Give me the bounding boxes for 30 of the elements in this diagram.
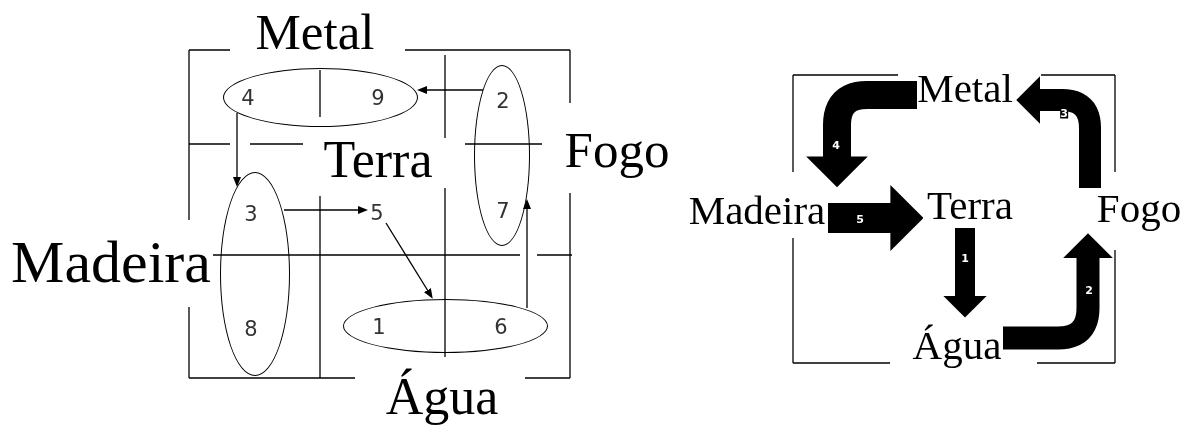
element-label: Terra xyxy=(323,134,433,186)
element-label: Metal xyxy=(917,67,1013,109)
number: 8 xyxy=(244,318,258,340)
number: 5 xyxy=(370,202,384,224)
edge-label: 5 xyxy=(856,213,864,225)
arrow xyxy=(283,206,368,214)
edge-label: 2 xyxy=(1085,284,1093,296)
block-arrow xyxy=(943,228,987,318)
edge-label: 4 xyxy=(832,139,840,151)
edge-label: 1 xyxy=(961,252,969,264)
number: 6 xyxy=(494,316,508,338)
element-label: Fogo xyxy=(1096,187,1182,229)
element-label: Água xyxy=(912,324,1002,366)
block-arrow xyxy=(828,185,924,251)
number: 2 xyxy=(496,90,510,112)
number: 7 xyxy=(496,200,510,222)
element-label: Metal xyxy=(255,6,375,58)
arrow xyxy=(233,112,241,187)
edge-label: 3 xyxy=(1060,107,1068,119)
number: 9 xyxy=(371,87,385,109)
element-label: Madeira xyxy=(11,232,211,292)
arrow xyxy=(385,222,433,299)
element-label: Madeira xyxy=(688,189,826,231)
number: 4 xyxy=(241,87,255,109)
element-label: Fogo xyxy=(564,124,670,176)
arrow xyxy=(417,86,484,94)
arrow xyxy=(523,199,531,309)
number: 3 xyxy=(244,203,258,225)
number: 1 xyxy=(372,316,386,338)
element-label: Terra xyxy=(927,184,1013,226)
